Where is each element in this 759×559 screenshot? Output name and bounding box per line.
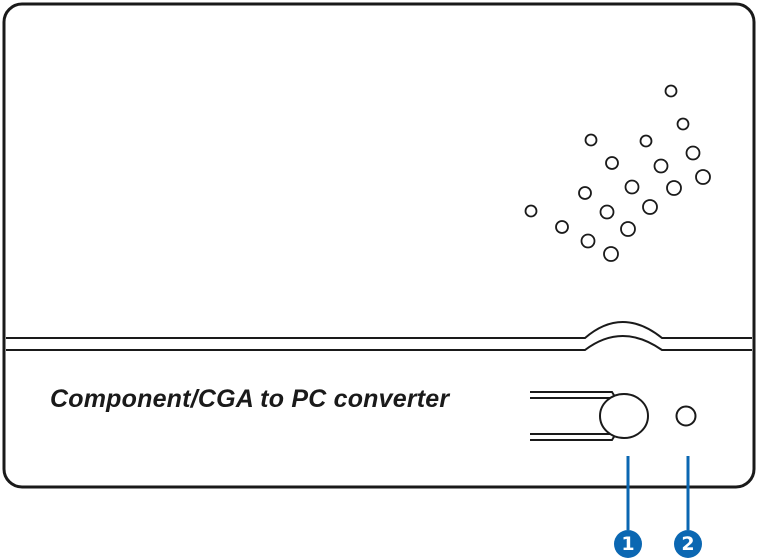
- vent-hole: [639, 134, 653, 148]
- panel-seam-lower: [6, 335, 752, 351]
- vent-hole: [653, 158, 669, 174]
- vent-hole: [580, 233, 596, 249]
- ventilation-holes: [524, 84, 711, 262]
- vent-hole: [620, 221, 636, 237]
- product-name-label: Component/CGA to PC converter: [50, 385, 450, 413]
- vent-hole: [685, 145, 701, 161]
- vent-hole: [584, 133, 598, 147]
- vent-hole: [599, 204, 615, 220]
- vent-hole: [555, 220, 569, 234]
- panel-seam-upper: [6, 321, 752, 339]
- vent-hole: [664, 84, 678, 98]
- vent-hole: [666, 180, 682, 196]
- callout-2-badge: 2: [674, 530, 702, 558]
- vent-hole: [695, 169, 711, 185]
- power-switch-knob[interactable]: [599, 393, 649, 439]
- vent-hole: [624, 179, 640, 195]
- vent-hole: [605, 156, 619, 170]
- vent-hole: [603, 246, 619, 262]
- power-led-indicator: [675, 405, 697, 427]
- vent-hole: [524, 204, 538, 218]
- device-enclosure: [2, 2, 756, 489]
- vent-hole: [642, 199, 658, 215]
- callout-1-badge: 1: [614, 530, 642, 558]
- vent-hole: [578, 186, 592, 200]
- vent-hole: [676, 117, 690, 131]
